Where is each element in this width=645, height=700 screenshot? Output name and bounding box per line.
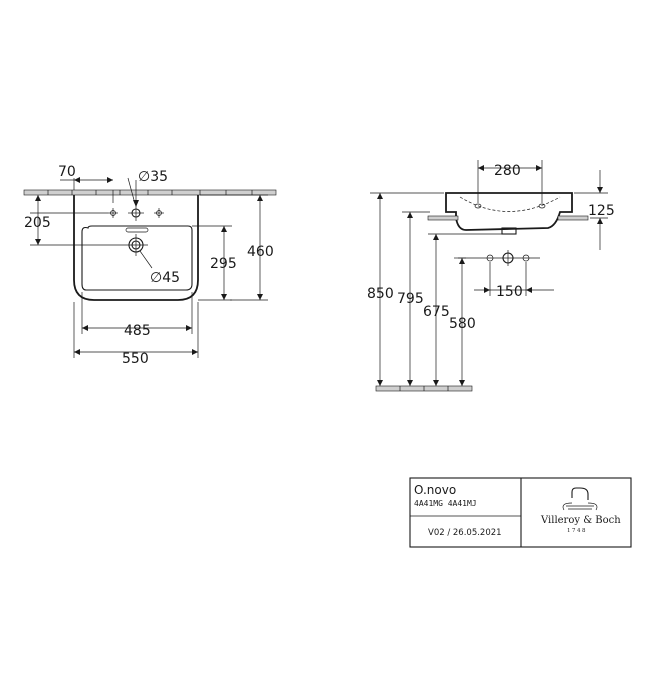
dim-280: 280 [494,163,521,179]
wall-hatch [23,189,277,196]
side-view: 280 125 850 795 675 580 150 [367,160,615,392]
brand-logo-icon [562,487,598,511]
front-view: 70 ∅35 205 ∅45 295 460 485 550 [23,164,277,367]
dim-70: 70 [58,164,76,180]
dim-drain: ∅45 [150,270,180,286]
dim-580: 580 [449,316,476,332]
dim-485: 485 [124,323,151,339]
product-name: O.novo [414,483,456,497]
dim-795: 795 [397,291,424,307]
version-date: V02 / 26.05.2021 [428,528,502,538]
dim-675: 675 [423,304,450,320]
dim-550: 550 [122,351,149,367]
overflow-slot [125,227,149,233]
drain [124,234,153,269]
brand-name: Villeroy & Boch [540,515,621,526]
dim-460: 460 [247,244,274,260]
product-codes: 4A41MG 4A41MJ [414,499,477,508]
dim-295: 295 [210,256,237,272]
title-block: O.novo 4A41MG 4A41MJ V02 / 26.05.2021 Vi… [409,477,632,548]
brand-year: 1748 [567,528,587,534]
dim-125: 125 [588,203,615,219]
connection-points [458,250,540,266]
inner-bowl [81,225,193,291]
dim-tap-hole: ∅35 [138,169,168,185]
tap-holes [108,205,164,221]
floor-hatch [375,385,473,392]
dim-850: 850 [367,286,394,302]
dim-205: 205 [24,215,51,231]
dim-150: 150 [496,284,523,300]
basin-outline [73,195,199,301]
